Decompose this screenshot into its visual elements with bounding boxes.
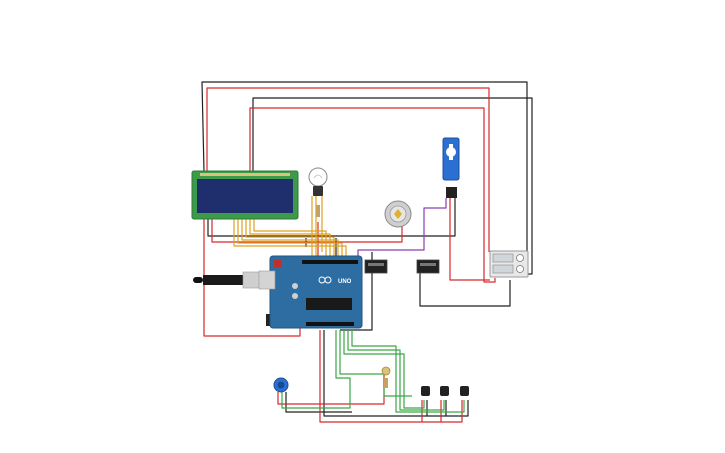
dc-motor-icon[interactable]: [384, 200, 412, 228]
lcd-screen: [197, 179, 293, 213]
wire[interactable]: [206, 87, 490, 252]
wire[interactable]: [207, 198, 456, 237]
temperature-sensor-icon[interactable]: [421, 386, 430, 396]
usb-port[interactable]: [258, 270, 276, 290]
lcd-data-wires: [233, 196, 347, 262]
capacitor: [292, 293, 298, 299]
wire[interactable]: [357, 198, 447, 262]
capacitor: [292, 283, 298, 289]
wire[interactable]: [340, 252, 373, 331]
wire[interactable]: [249, 107, 496, 283]
wire[interactable]: [419, 270, 511, 307]
wire[interactable]: [277, 372, 385, 405]
wire[interactable]: [233, 218, 347, 262]
wire[interactable]: [347, 330, 445, 411]
digital-header: [302, 260, 358, 264]
board-label: UNO: [338, 279, 352, 285]
relay-icon[interactable]: [416, 259, 440, 274]
reset-button[interactable]: [274, 260, 281, 267]
temperature-sensor-icon[interactable]: [440, 386, 449, 396]
wire[interactable]: [319, 330, 463, 423]
wire[interactable]: [383, 388, 412, 397]
power-supply-icon[interactable]: [489, 250, 529, 278]
analog-header: [306, 322, 354, 326]
wire[interactable]: [245, 218, 335, 262]
ground-wires: [201, 81, 533, 417]
wire[interactable]: [241, 218, 339, 262]
light-bulb-icon[interactable]: [308, 167, 328, 217]
wire[interactable]: [281, 330, 351, 409]
lcd-pin-header: [200, 173, 290, 176]
wire[interactable]: [249, 218, 331, 262]
potentiometer-icon[interactable]: [273, 377, 289, 393]
photoresistor-icon[interactable]: [381, 366, 391, 388]
microcontroller-chip: [306, 298, 352, 310]
resistor[interactable]: [316, 205, 320, 217]
servo-signal-wires: [357, 198, 447, 262]
temperature-sensor-icon[interactable]: [460, 386, 469, 396]
wire[interactable]: [339, 330, 388, 375]
servo-motor-icon[interactable]: [442, 137, 460, 198]
resistor[interactable]: [384, 378, 388, 388]
wire[interactable]: [285, 392, 352, 413]
wire[interactable]: [323, 330, 469, 417]
wire[interactable]: [351, 330, 465, 413]
lcd-display[interactable]: [191, 170, 299, 220]
sensor-signal-wires: [281, 330, 465, 413]
board-body: [269, 255, 363, 329]
wire[interactable]: [253, 218, 327, 262]
usb-cable: [193, 271, 261, 289]
relay-icon[interactable]: [364, 259, 388, 274]
wire[interactable]: [211, 218, 403, 243]
wire[interactable]: [343, 330, 425, 409]
wire[interactable]: [449, 198, 490, 281]
arduino-uno-board[interactable]: UNO: [193, 255, 363, 329]
wire[interactable]: [237, 218, 343, 262]
infinity-logo-icon: [318, 276, 332, 284]
